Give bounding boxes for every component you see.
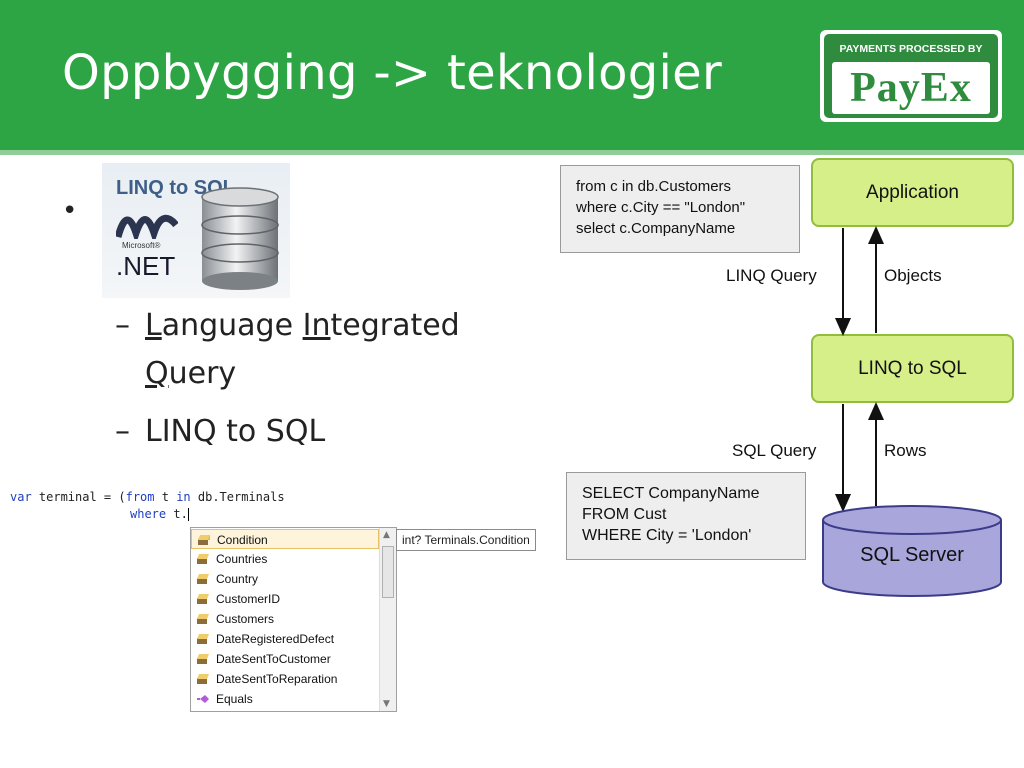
scroll-up-icon[interactable]: ▲ [383, 530, 390, 540]
list-item[interactable]: DateSentToCustomer [191, 649, 379, 669]
list-item[interactable]: CustomerID [191, 589, 379, 609]
scroll-down-icon[interactable]: ▼ [383, 699, 390, 709]
database-icon [201, 187, 279, 290]
list-item[interactable]: Condition [191, 529, 379, 549]
property-icon [197, 614, 209, 624]
intellisense-list[interactable]: Condition Countries Country CustomerID C… [190, 527, 397, 712]
microsoft-text: Microsoft® [122, 241, 161, 250]
list-item[interactable]: Equals [191, 689, 379, 709]
list-item[interactable]: Customers [191, 609, 379, 629]
property-icon [197, 634, 209, 644]
label-objects: Objects [884, 266, 942, 285]
logo-wordmark: PayEx [832, 62, 990, 114]
application-node: Application [811, 158, 1014, 227]
property-icon [197, 574, 209, 584]
property-icon [198, 535, 210, 545]
list-item[interactable]: Country [191, 569, 379, 589]
sql-query-code-box: SELECT CompanyName FROM Cust WHERE City … [566, 472, 806, 560]
code-line-1: var terminal = (from t in db.Terminals [10, 490, 285, 504]
property-icon [197, 674, 209, 684]
linq-code-line: where c.City == "London" [576, 199, 746, 216]
dotnet-wave-icon [116, 214, 178, 239]
bullet-dot: • [62, 196, 78, 226]
linq-query-code-box: from c in db.Customers where c.City == "… [560, 165, 800, 253]
list-item[interactable]: Countries [191, 549, 379, 569]
dotnet-text: .NET [116, 251, 176, 281]
scrollbar-thumb[interactable] [382, 546, 394, 598]
payex-logo: PAYMENTS PROCESSED BY PayEx [820, 30, 1002, 122]
linq-to-sql-image: LINQ to SQL Microsoft® .NET [102, 163, 290, 298]
code-line-2[interactable]: where t. [130, 507, 189, 521]
label-sql-query: SQL Query [732, 441, 817, 460]
list-scrollbar[interactable]: ▲ ▼ [379, 528, 396, 711]
label-rows: Rows [884, 441, 927, 460]
text-cursor [187, 508, 189, 521]
member-tooltip: int? Terminals.Condition [396, 529, 536, 551]
property-icon [197, 554, 209, 564]
label-linq-query: LINQ Query [726, 266, 817, 285]
list-item[interactable]: DateSentToReparation [191, 669, 379, 689]
sql-code-line: SELECT CompanyName [582, 485, 760, 502]
list-item[interactable]: DateRegisteredDefect [191, 629, 379, 649]
sql-code-line: FROM Cust [582, 506, 667, 523]
logo-tagline: PAYMENTS PROCESSED BY [839, 43, 983, 55]
property-icon [197, 654, 209, 664]
linq-to-sql-node: LINQ to SQL [811, 334, 1014, 403]
linq-code-line: select c.CompanyName [576, 220, 736, 237]
subbullet-linq-to-sql: –LINQ to SQL [115, 414, 326, 449]
subbullet-query-continued: Query [145, 356, 237, 391]
header-divider [0, 150, 1024, 155]
method-icon [197, 695, 209, 703]
linq-code-line: from c in db.Customers [576, 178, 732, 195]
property-icon [197, 594, 209, 604]
slide-title: Oppbygging -> teknologier [62, 45, 723, 101]
sql-server-node: SQL Server [860, 544, 964, 566]
sql-code-line: WHERE City = 'London' [582, 527, 752, 544]
subbullet-language-integrated-query: –Language Integrated [115, 308, 460, 343]
